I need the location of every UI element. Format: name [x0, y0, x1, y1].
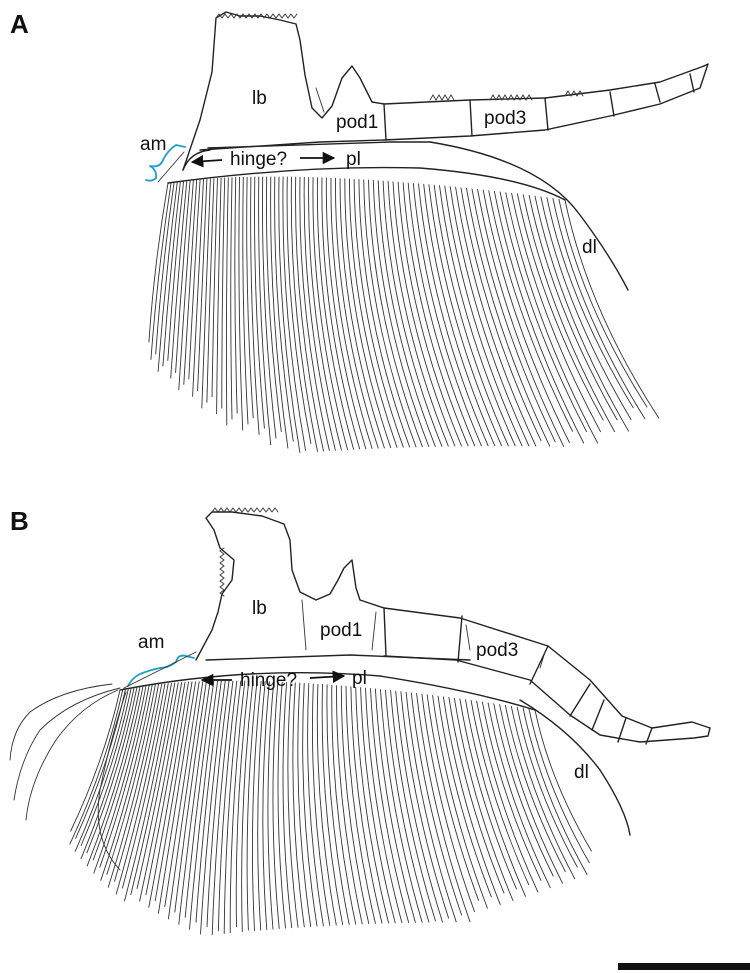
body-margin-a [183, 142, 430, 170]
setae-fringe-b [10, 681, 591, 935]
seta-long-b [26, 690, 118, 820]
seta-a [176, 180, 191, 372]
label-dl-b: dl [574, 762, 589, 783]
label-pl-b: pl [352, 668, 367, 689]
panel-a: A lb pod1 pod3 am hinge? pl dl [10, 9, 708, 453]
seta-a [202, 179, 211, 408]
seta-b [356, 687, 389, 923]
label-pod1-a: pod1 [336, 112, 378, 133]
seta-long-b [14, 688, 120, 800]
seta-b [494, 704, 553, 876]
seta-a [287, 177, 311, 443]
seta-a [259, 177, 271, 445]
seta-a [226, 178, 228, 425]
limb-lower-edge-a [200, 64, 708, 150]
lobe-inner-line-a [316, 88, 324, 112]
seta-a [494, 191, 583, 443]
seta-b [288, 683, 298, 928]
label-pod3-a: pod3 [484, 108, 526, 129]
lobe-serrations-a [216, 14, 297, 18]
label-hinge-a: hinge? [230, 149, 287, 170]
seta-a [283, 177, 306, 451]
limb-upper-edge-b [384, 608, 710, 728]
seta-a [217, 178, 222, 414]
seta-b [263, 682, 270, 930]
seta-b [471, 701, 529, 885]
seta-a [222, 178, 225, 408]
distal-lobe-edge-a [430, 142, 628, 290]
seta-b [371, 689, 409, 923]
seta-b [482, 702, 541, 880]
seta-a [483, 190, 569, 443]
label-pl-a: pl [346, 149, 361, 170]
seta-b [258, 682, 266, 931]
label-lb-a: lb [252, 88, 267, 109]
seta-a [500, 192, 586, 432]
seta-a [231, 178, 232, 419]
label-pod3-b: pod3 [476, 640, 518, 661]
seta-b [505, 706, 565, 872]
am-line-a [158, 152, 184, 182]
seta-b [517, 707, 577, 867]
seta-b [247, 681, 257, 930]
hinge-arrow-left-a [192, 160, 222, 162]
seta-b [283, 682, 292, 927]
segment-joints-b [384, 608, 652, 744]
scale-bar [618, 963, 750, 970]
label-am-b: am [138, 632, 164, 653]
label-hinge-b: hinge? [240, 670, 297, 691]
seta-a [243, 177, 248, 424]
seta-b [336, 686, 362, 924]
seta-b [108, 685, 158, 888]
seta-b [386, 690, 429, 922]
seta-a [179, 180, 194, 390]
seta-a [512, 193, 601, 431]
seta-b [391, 691, 436, 921]
seta-a [171, 181, 187, 378]
panel-b: B lb pod1 pod3 am hinge? pl dl [10, 506, 710, 935]
seta-a [478, 190, 564, 447]
label-am-a: am [140, 134, 166, 155]
panel-letter-a: A [10, 9, 29, 39]
lobe-inner-line-b [302, 600, 306, 650]
seta-b [146, 682, 185, 894]
seta-b [207, 681, 229, 927]
hinge-arrow-right-b [310, 676, 344, 678]
lobe-outline-a [183, 12, 384, 170]
seta-a [235, 178, 237, 414]
seta-b [375, 689, 415, 922]
label-dl-a: dl [582, 237, 597, 258]
label-lb-b: lb [252, 598, 267, 619]
panel-letter-b: B [10, 506, 29, 536]
label-pod1-b: pod1 [320, 620, 362, 641]
setae-base-margin-b [120, 673, 535, 710]
lobe-serrations-b [212, 508, 278, 596]
seta-b [529, 709, 589, 863]
seta-b [179, 681, 210, 924]
seta-a [239, 177, 243, 430]
